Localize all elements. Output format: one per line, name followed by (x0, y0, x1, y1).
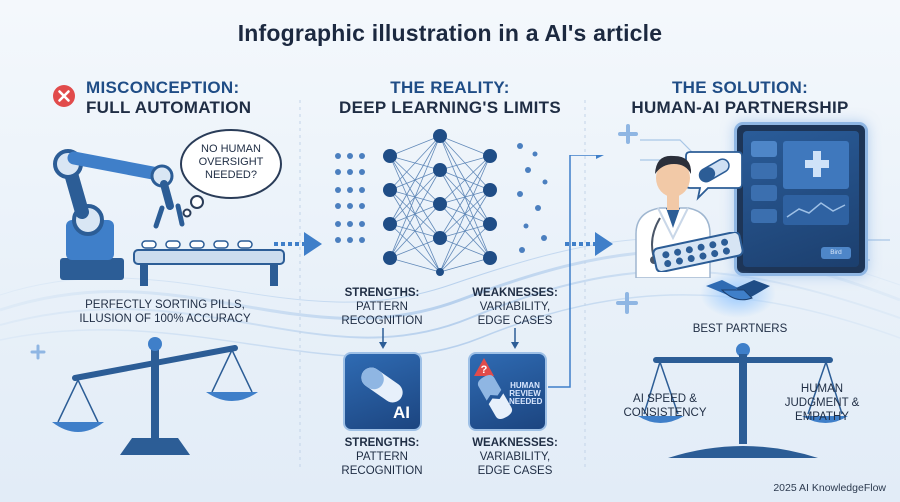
solution-heading-line1: The Solution: (671, 78, 809, 97)
strengths-text-lower: Pattern recognition (341, 451, 423, 477)
scale-left-label: AI speed & consistency (623, 393, 707, 419)
arrow-right-icon (274, 232, 322, 256)
ai-card-label: AI (393, 403, 410, 422)
handshake-icon (700, 270, 776, 318)
scale-right-label: Human judgment & empathy (784, 383, 860, 423)
strengths-label-lower: Strengths: (344, 437, 420, 449)
screen-tile (751, 185, 777, 201)
misconception-heading-line1: Misconception: (86, 78, 240, 97)
misconception-caption: Perfectly sorting pills, illusion of 100… (40, 298, 290, 326)
review-card-label: Human review needed (509, 381, 543, 406)
conveyor-belt-icon (133, 240, 285, 286)
screen-button: Bird (821, 247, 851, 259)
robot-arm-icon (53, 149, 185, 280)
weaknesses-text-upper: Variability, edge cases (477, 301, 553, 327)
footer-credit: 2025 AI KnowledgeFlow (773, 482, 886, 494)
arrow-down-icon (511, 328, 519, 349)
reality-heading-line2: Deep Learning's Limits (339, 98, 561, 117)
reality-heading-line1: The Reality: (390, 78, 510, 97)
ai-pill-card: AI (343, 352, 422, 431)
screen-tile (751, 141, 777, 157)
pill-speech-bubble (685, 151, 743, 201)
thought-bubble (180, 129, 282, 218)
warning-icon: ? (474, 358, 494, 376)
error-x-icon (53, 85, 75, 107)
arrow-down-icon (379, 328, 387, 349)
strengths-text-upper: Pattern recognition (341, 301, 423, 327)
plus-icon (30, 344, 46, 360)
weaknesses-text-lower: Variability, edge cases (477, 451, 553, 477)
weaknesses-label-upper: Weaknesses: (472, 287, 558, 299)
weaknesses-caption-lower: Weaknesses: Variability, edge cases (450, 436, 580, 478)
connector-arrow (548, 155, 604, 388)
misconception-heading-line2: Full Automation (86, 98, 252, 117)
pill-tray-icon (652, 232, 744, 272)
partners-label: Best partners (692, 323, 788, 335)
balanced-scale-icon (638, 343, 848, 458)
solution-heading: The Solution: Human-AI Partnership (620, 78, 860, 118)
bubble-text: No human oversight needed? (198, 143, 264, 181)
plus-icon (616, 292, 638, 314)
line-chart-icon (783, 195, 849, 225)
pill-icon (361, 367, 403, 403)
screen-panel (783, 141, 849, 189)
misconception-heading: Misconception: Full Automation (86, 78, 251, 118)
plus-icon (618, 124, 638, 144)
strengths-caption-lower: Strengths: Pattern recognition (322, 436, 442, 478)
svg-text:?: ? (481, 364, 488, 376)
weaknesses-label-lower: Weaknesses: (472, 437, 558, 449)
solution-heading-line2: Human-AI Partnership (631, 98, 849, 117)
page-title: Infographic illustration in a AI's artic… (237, 20, 663, 46)
misconception-caption-line1: Perfectly sorting pills, (85, 299, 245, 311)
monitor-screen: Bird (743, 131, 859, 267)
broken-pill-icon (477, 375, 513, 419)
neural-network-diagram (335, 129, 548, 276)
misconception-caption-line2: illusion of 100% accuracy (79, 313, 251, 325)
reality-heading: The Reality: Deep Learning's Limits (315, 78, 585, 118)
review-needed-card: ? Human review needed (468, 352, 547, 431)
strengths-caption-upper: Strengths: Pattern recognition (322, 286, 442, 328)
weaknesses-caption-upper: Weaknesses: Variability, edge cases (450, 286, 580, 328)
screen-tile (751, 209, 777, 223)
arrow-right-icon (565, 232, 613, 256)
screen-tile (751, 163, 777, 179)
medical-cross-icon (805, 151, 829, 177)
strengths-label-upper: Strengths: (344, 287, 420, 299)
ai-monitor: Bird (734, 122, 868, 276)
unbalanced-scale-icon (52, 337, 258, 455)
